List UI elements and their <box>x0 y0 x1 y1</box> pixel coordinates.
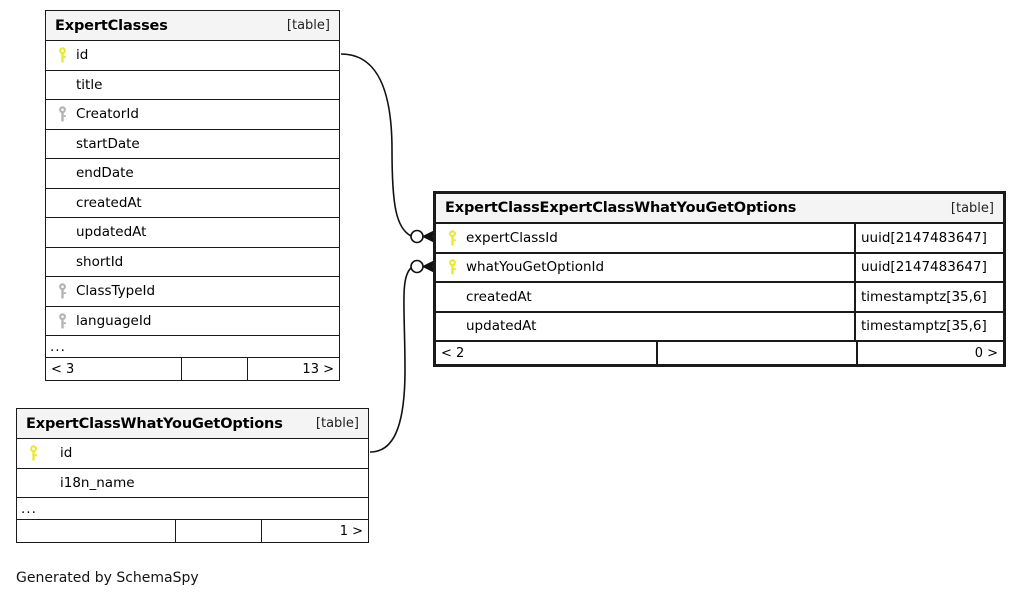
more-columns-indicator: ... <box>46 336 339 358</box>
column-name: createdAt <box>76 194 142 211</box>
column-name-cell: whatYouGetOptionId <box>436 254 854 282</box>
primary-key-icon <box>54 47 71 63</box>
column-name: createdAt <box>466 288 532 305</box>
foreign-key-icon <box>54 313 71 329</box>
column-name-cell: createdAt <box>46 189 339 218</box>
table-footer: 1 > <box>17 520 368 542</box>
column-name-cell: createdAt <box>436 283 854 311</box>
table-row[interactable]: id <box>46 41 339 71</box>
table-row[interactable]: shortId <box>46 247 339 277</box>
column-name: whatYouGetOptionId <box>466 259 605 276</box>
footer-incoming-relations[interactable] <box>17 520 175 542</box>
foreign-key-icon <box>54 283 71 299</box>
column-name: startDate <box>76 135 140 152</box>
footer-outgoing-relations[interactable]: 1 > <box>261 520 368 542</box>
table-row[interactable]: id <box>17 439 368 469</box>
table-title: ExpertClassWhatYouGetOptions <box>26 415 283 432</box>
relationship-line-expertclasses-to-join <box>340 53 412 237</box>
table-row[interactable]: ClassTypeId <box>46 277 339 307</box>
column-type: timestamptz[35,6] <box>854 283 1003 311</box>
table-row[interactable]: i18n_name <box>17 468 368 498</box>
column-list: id i18n_name <box>17 439 368 498</box>
column-name-cell: id <box>17 439 368 468</box>
table-footer: < 3 13 > <box>46 358 339 380</box>
more-columns-indicator: ... <box>17 498 368 520</box>
table-row[interactable]: CreatorId <box>46 100 339 130</box>
table-row[interactable]: startDate <box>46 129 339 159</box>
footer-middle <box>181 358 247 380</box>
column-name: title <box>76 76 103 93</box>
column-name: i18n_name <box>60 474 135 491</box>
table-kind-label: [table] <box>315 416 359 431</box>
table-row[interactable]: updatedAt <box>46 218 339 248</box>
table-expert-class-what-you-get-options[interactable]: ExpertClassWhatYouGetOptions [table] id … <box>16 408 369 543</box>
footer-outgoing-relations[interactable]: 13 > <box>247 358 339 380</box>
column-list: expertClassId uuid[2147483647] whatYouGe… <box>436 224 1003 342</box>
column-name-cell: shortId <box>46 248 339 277</box>
column-name-cell: i18n_name <box>17 469 368 498</box>
footer-middle <box>175 520 261 542</box>
column-name: updatedAt <box>466 318 537 335</box>
column-name: CreatorId <box>76 106 139 123</box>
footer-incoming-relations[interactable]: < 2 <box>441 345 465 361</box>
column-name-cell: updatedAt <box>46 218 339 247</box>
table-footer: < 2 0 > <box>436 342 1003 364</box>
footer-middle <box>656 342 856 364</box>
column-name: id <box>76 47 89 64</box>
column-name-cell: CreatorId <box>46 100 339 129</box>
table-header: ExpertClassWhatYouGetOptions [table] <box>17 409 368 439</box>
table-header: ExpertClassExpertClassWhatYouGetOptions … <box>436 194 1003 224</box>
column-name: endDate <box>76 165 134 182</box>
table-row[interactable]: updatedAt timestamptz[35,6] <box>436 312 1003 342</box>
table-row[interactable]: expertClassId uuid[2147483647] <box>436 224 1003 254</box>
table-kind-label: [table] <box>950 200 994 216</box>
generated-by-credit: Generated by SchemaSpy <box>16 570 199 586</box>
foreign-key-icon <box>54 106 71 122</box>
table-kind-label: [table] <box>286 18 330 33</box>
column-type: uuid[2147483647] <box>854 253 1003 281</box>
column-name: expertClassId <box>466 229 558 246</box>
column-name-cell: startDate <box>46 130 339 159</box>
table-row[interactable]: languageId <box>46 306 339 336</box>
table-expert-classes[interactable]: ExpertClasses [table] id title <box>45 10 340 381</box>
table-row[interactable]: title <box>46 70 339 100</box>
primary-key-icon <box>444 259 461 275</box>
column-name-cell: expertClassId <box>436 224 854 252</box>
table-row[interactable]: endDate <box>46 159 339 189</box>
column-type: uuid[2147483647] <box>854 224 1003 252</box>
table-row[interactable]: createdAt <box>46 188 339 218</box>
column-name: shortId <box>76 253 124 270</box>
column-name-cell: title <box>46 71 339 100</box>
column-name: id <box>60 445 73 462</box>
table-header: ExpertClasses [table] <box>46 11 339 41</box>
column-name: updatedAt <box>76 224 147 241</box>
column-name-cell: languageId <box>46 307 339 336</box>
column-name-cell: ClassTypeId <box>46 277 339 306</box>
primary-key-icon <box>444 230 461 246</box>
primary-key-icon <box>25 445 42 461</box>
column-name: languageId <box>76 312 152 329</box>
footer-outgoing-relations[interactable]: 0 > <box>856 342 1003 364</box>
table-row[interactable]: whatYouGetOptionId uuid[2147483647] <box>436 253 1003 283</box>
footer-incoming-relations[interactable]: < 3 <box>51 361 75 377</box>
column-name-cell: endDate <box>46 159 339 188</box>
table-expert-class-expert-class-what-you-get-options[interactable]: ExpertClassExpertClassWhatYouGetOptions … <box>433 191 1006 367</box>
column-name-cell: updatedAt <box>436 313 854 341</box>
column-name-cell: id <box>46 41 339 70</box>
relationship-line-options-to-join <box>369 267 412 453</box>
column-list: id title CreatorId <box>46 41 339 336</box>
table-row[interactable]: createdAt timestamptz[35,6] <box>436 283 1003 313</box>
table-title: ExpertClasses <box>55 17 168 34</box>
column-name: ClassTypeId <box>76 283 156 300</box>
table-title: ExpertClassExpertClassWhatYouGetOptions <box>445 200 797 216</box>
column-type: timestamptz[35,6] <box>854 312 1003 340</box>
